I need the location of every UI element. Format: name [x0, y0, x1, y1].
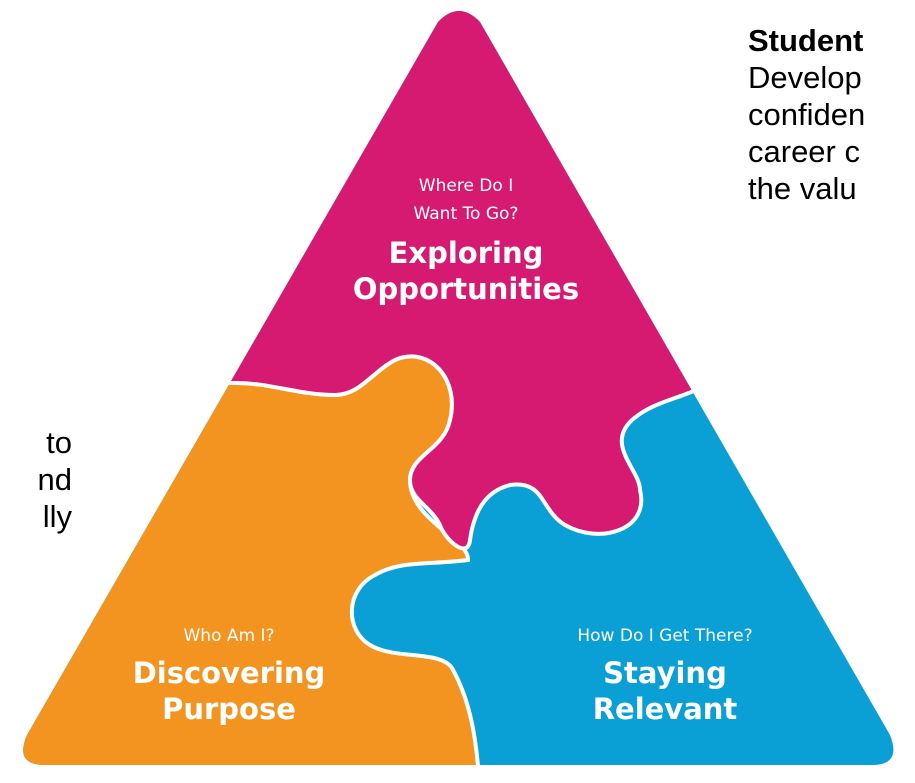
discovering-purpose-title-line1: Discovering	[133, 656, 326, 690]
right-text-line2: Develop	[748, 60, 862, 95]
left-text-line1: to	[46, 425, 72, 460]
discovering-purpose-title-line2: Purpose	[162, 692, 296, 726]
where-do-i-want-to-go-line1: Where Do I	[419, 176, 513, 196]
left-text-line3: lly	[42, 499, 72, 534]
left-text-block: to nd lly	[0, 424, 72, 535]
staying-relevant-title-line2: Relevant	[593, 692, 738, 726]
right-text-line4: career c	[748, 134, 860, 169]
exploring-opportunities-title-line1: Exploring	[389, 236, 544, 270]
exploring-opportunities-piece	[196, 11, 713, 551]
right-text-line1: Student	[748, 23, 864, 58]
right-text-block: Student Develop confiden career c the va…	[748, 22, 865, 207]
exploring-opportunities-title-line2: Opportunities	[353, 272, 579, 306]
who-am-i-question: Who Am I?	[183, 626, 274, 646]
where-do-i-want-to-go-line2: Want To Go?	[414, 204, 519, 224]
right-text-line5: the valu	[748, 171, 857, 206]
how-do-i-get-there-question: How Do I Get There?	[577, 626, 752, 646]
staying-relevant-title-line1: Staying	[603, 656, 727, 690]
right-text-line3: confiden	[748, 97, 866, 132]
left-text-line2: nd	[37, 462, 72, 497]
